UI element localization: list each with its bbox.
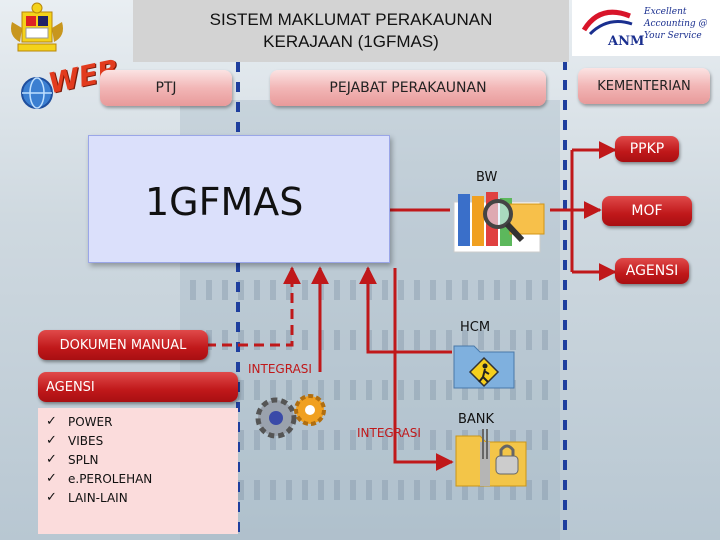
web-logo: WEB [20, 53, 122, 112]
arrow-dokumen-manual [206, 266, 301, 347]
checkmark-icon: ✓ [46, 490, 57, 505]
checkmark-icon: ✓ [46, 433, 57, 448]
list-item-label: VIBES [68, 433, 104, 448]
anm-tagline-line: Excellent [644, 7, 687, 17]
bw-folders-icon[interactable] [450, 188, 550, 256]
anm-logo: ANM Excellent Accounting @ Your Service [572, 0, 720, 56]
hcm-label: HCM [460, 320, 491, 335]
gears-icon [255, 394, 326, 439]
list-item: ✓ SPLN [38, 450, 238, 469]
anm-tagline-line: Your Service [644, 31, 702, 41]
checkmark-icon: ✓ [46, 414, 57, 429]
anm-tagline: Excellent Accounting @ Your Service [644, 6, 708, 42]
anm-abbr: ANM [608, 34, 645, 49]
ppkp-button[interactable]: PPKP [615, 136, 679, 162]
globe-icon [21, 77, 53, 109]
main-system-label: 1GFMAS [145, 180, 304, 224]
anm-swoosh-icon [581, 9, 633, 36]
coat-of-arms-logo [11, 2, 63, 52]
page-title: SISTEM MAKLUMAT PERAKAUNAN KERAJAAN (1GF… [209, 10, 493, 51]
bank-label: BANK [458, 412, 495, 427]
agensi-button[interactable]: AGENSI [615, 258, 689, 284]
list-item: ✓ e.PEROLEHAN [38, 469, 238, 488]
list-item-label: e.PEROLEHAN [68, 471, 153, 486]
list-item-label: POWER [68, 414, 113, 429]
ptj-button[interactable]: PTJ [100, 70, 232, 106]
arrow-hcm [359, 266, 452, 354]
page-title-box: SISTEM MAKLUMAT PERAKAUNAN KERAJAAN (1GF… [133, 0, 569, 62]
integrasi-label-1: INTEGRASI [248, 362, 312, 376]
checkmark-icon: ✓ [46, 452, 57, 467]
building-windows [190, 280, 550, 300]
list-item: ✓ POWER [38, 412, 238, 431]
integrasi-label-2: INTEGRASI [357, 426, 421, 440]
bw-label: BW [476, 170, 498, 185]
hcm-folder-icon[interactable] [450, 336, 518, 392]
mof-button[interactable]: MOF [602, 196, 692, 226]
dokumen-manual-button[interactable]: DOKUMEN MANUAL [38, 330, 208, 360]
list-item: ✓ LAIN-LAIN [38, 488, 238, 507]
main-system-box[interactable]: 1GFMAS [88, 135, 390, 263]
list-item-label: SPLN [68, 452, 99, 467]
agensi-list: ✓ POWER ✓ VIBES ✓ SPLN ✓ e.PEROLEHAN ✓ LAIN-L… [38, 408, 238, 534]
pejabat-perakaunan-button[interactable]: PEJABAT PERAKAUNAN [270, 70, 546, 106]
list-item: ✓ VIBES [38, 431, 238, 450]
bank-zip-folder-icon[interactable] [452, 428, 532, 490]
agensi-left-button[interactable]: AGENSI [38, 372, 238, 402]
kementerian-button[interactable]: KEMENTERIAN [578, 68, 710, 104]
list-item-label: LAIN-LAIN [68, 490, 128, 505]
checkmark-icon: ✓ [46, 471, 57, 486]
anm-tagline-line: Accounting @ [644, 19, 708, 29]
arrow-bank [393, 268, 454, 471]
